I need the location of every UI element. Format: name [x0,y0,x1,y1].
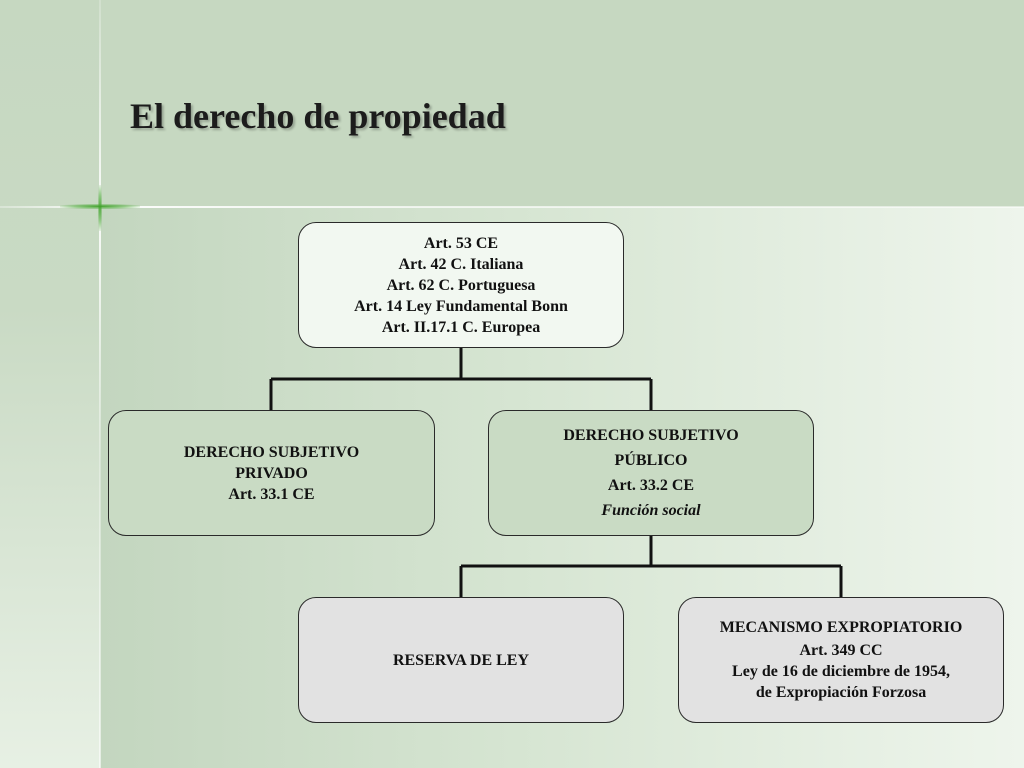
article-line: Art. 14 Ley Fundamental Bonn [354,297,568,315]
private-right-line: DERECHO SUBJETIVO [183,443,360,461]
private-right-line: PRIVADO [235,464,308,482]
article-line: Art. II.17.1 C. Europea [381,318,541,336]
box-expropriation: MECANISMO EXPROPIATORIO Art. 349 CC Ley … [678,597,1004,723]
expropriation-line: Art. 349 CC [799,642,883,659]
left-band [0,0,100,768]
expropriation-line: de Expropiación Forzosa [755,684,927,701]
title-band [100,0,1024,207]
article-line: Art. 62 C. Portuguesa [386,276,536,294]
public-right-line: Art. 33.2 CE [607,477,695,494]
article-line: Art. 42 C. Italiana [398,255,524,273]
public-right-line: PÚBLICO [614,452,688,469]
box-private-right: DERECHO SUBJETIVO PRIVADO Art. 33.1 CE [108,410,435,536]
article-line: Art. 53 CE [423,234,499,252]
expropriation-line: Ley de 16 de diciembre de 1954, [732,663,950,680]
box-legal-reserve: RESERVA DE LEY [298,597,624,723]
sparkle-cross-glow [60,204,140,209]
box-public-right: DERECHO SUBJETIVO PÚBLICO Art. 33.2 CE F… [488,410,814,536]
box-constitutional-articles: Art. 53 CE Art. 42 C. Italiana Art. 62 C… [298,222,624,348]
reserve-label: RESERVA DE LEY [392,651,530,669]
expropriation-line: MECANISMO EXPROPIATORIO [719,619,963,636]
private-right-line: Art. 33.1 CE [228,485,315,503]
slide-title: El derecho de propiedad [130,96,506,136]
divider-vertical [99,0,101,768]
divider-horizontal [0,206,1024,208]
public-right-line: DERECHO SUBJETIVO [563,427,739,444]
social-function-note: Función social [601,502,701,519]
